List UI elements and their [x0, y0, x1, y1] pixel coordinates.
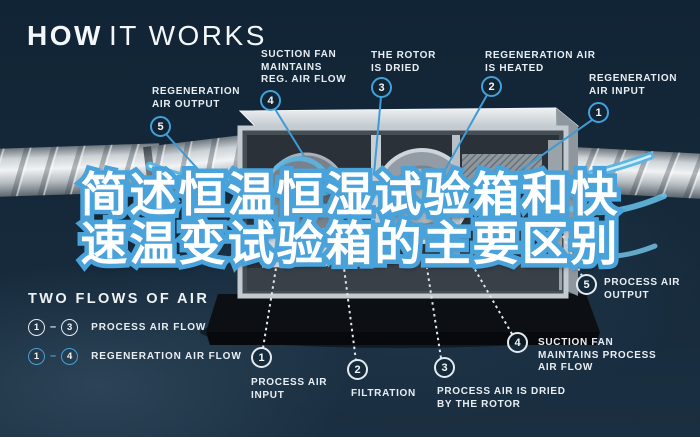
legend-label-regeneration: REGENERATION AIR FLOW	[91, 350, 242, 362]
headline-line-1-outline: 简述恒温恒湿试验箱和快	[76, 165, 622, 223]
headline-line-2-outline: 速温变试验箱的主要区别	[76, 215, 622, 273]
legend-circle-from: 1	[28, 318, 45, 336]
title-bold: HOW	[27, 20, 103, 51]
headline-line-1-fill: 简述恒温恒湿试验箱和快	[80, 168, 620, 221]
legend-row-process: 1 – 3 PROCESS AIR FLOW	[28, 318, 242, 336]
machine-base	[206, 294, 600, 332]
step-circle-proc-4: 4	[507, 332, 528, 353]
leader-lines-regeneration	[165, 94, 593, 183]
callout-filtration: FILTRATION	[351, 388, 416, 399]
headline-line-1: 简述恒温恒湿试验箱和快 简述恒温恒湿试验箱和快	[0, 165, 700, 223]
legend-row-regeneration: 1 – 4 REGENERATION AIR FLOW	[28, 347, 242, 365]
step-circle-reg-4: 4	[260, 90, 281, 111]
step-circle-reg-5: 5	[150, 116, 171, 137]
machine-front-border	[237, 125, 569, 299]
legend-title: TWO FLOWS OF AIR	[28, 291, 210, 307]
legend-circle-to: 3	[61, 318, 79, 336]
step-circle-proc-3: 3	[434, 357, 455, 378]
callout-process-air-output: PROCESS AIR OUTPUT	[604, 277, 681, 301]
step-circle-proc-2: 2	[347, 359, 368, 380]
divider-panel-left	[371, 135, 381, 291]
cabinet-drawer-line	[340, 256, 366, 259]
regeneration-input-duct	[551, 145, 700, 200]
step-circle-reg-1: 1	[588, 102, 609, 123]
desiccant-rotor-ring	[391, 165, 453, 227]
regeneration-output-duct	[0, 143, 161, 198]
airflow-arrows	[145, 152, 667, 259]
legend-separator: –	[50, 321, 57, 333]
headline-overlay: 简述恒温恒湿试验箱和快 简述恒温恒湿试验箱和快 速温变试验箱的主要区别 速温变试…	[0, 165, 700, 273]
callout-regeneration-air-output: REGENERATION AIR OUTPUT	[152, 86, 241, 110]
headline-line-2: 速温变试验箱的主要区别 速温变试验箱的主要区别	[0, 215, 700, 273]
legend-circle-to: 4	[61, 347, 79, 365]
leader-lines-process	[262, 231, 583, 362]
machine-base-front	[206, 332, 600, 345]
callout-regeneration-air-input: REGENERATION AIR INPUT	[589, 73, 678, 97]
heater-element-glow	[458, 176, 548, 185]
callout-rotor-is-dried: THE ROTOR IS DRIED	[371, 50, 437, 74]
callout-process-air-dried: PROCESS AIR IS DRIED BY THE ROTOR	[437, 386, 566, 410]
callout-process-air-input: PROCESS AIR INPUT	[251, 377, 328, 401]
legend-two-flows: TWO FLOWS OF AIR 1 – 3 PROCESS AIR FLOW …	[28, 291, 242, 365]
legend-label-process: PROCESS AIR FLOW	[91, 321, 207, 333]
step-circle-reg-3: 3	[371, 77, 392, 98]
callout-suction-fan-process: SUCTION FAN MAINTAINS PROCESS AIR FLOW	[538, 337, 657, 373]
step-circle-reg-2: 2	[481, 76, 502, 97]
legend-separator: –	[50, 350, 57, 362]
step-circle-proc-1: 1	[251, 347, 272, 368]
title-light: IT WORKS	[108, 20, 267, 51]
callout-regeneration-air-heated: REGENERATION AIR IS HEATED	[485, 50, 596, 74]
headline-line-2-fill: 速温变试验箱的主要区别	[80, 217, 620, 271]
divider-panel-right	[452, 135, 460, 291]
interior-floor	[247, 260, 559, 291]
step-circle-proc-5: 5	[576, 274, 597, 295]
callout-suction-fan-reg: SUCTION FAN MAINTAINS REG. AIR FLOW	[261, 49, 347, 85]
legend-circle-from: 1	[28, 347, 45, 365]
